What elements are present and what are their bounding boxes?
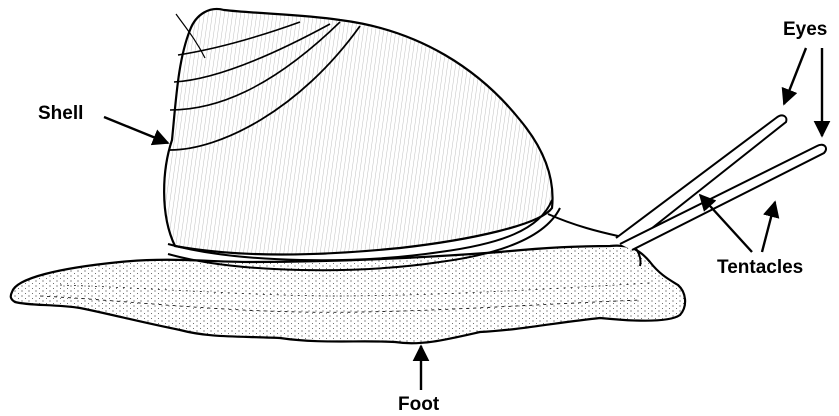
- eyes-arrow-left: [784, 48, 806, 104]
- snail-shell: [164, 9, 560, 270]
- label-tentacles: Tentacles: [717, 258, 803, 277]
- tentacles-arrow-right: [762, 202, 775, 252]
- label-shell: Shell: [38, 104, 83, 123]
- label-eyes: Eyes: [783, 20, 827, 39]
- snail-tentacles: [616, 115, 826, 250]
- shell-arrow: [104, 117, 168, 143]
- label-foot: Foot: [398, 395, 439, 414]
